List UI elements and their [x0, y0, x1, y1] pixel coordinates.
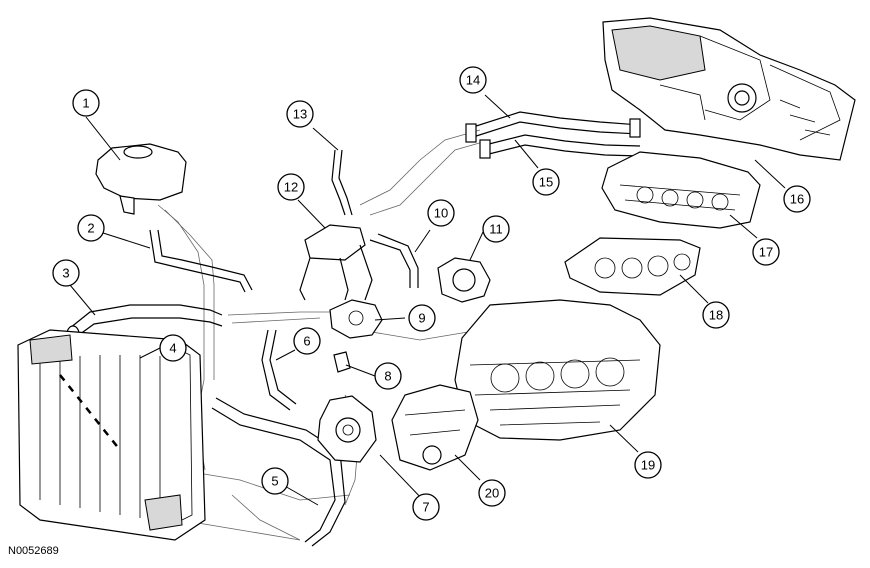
callout-20: 20: [478, 479, 506, 507]
coolant-degas-bottle: [95, 143, 187, 215]
bypass-hose-icon: [293, 327, 321, 355]
callout-16: 16: [783, 185, 811, 213]
callout-7: 7: [412, 493, 440, 521]
head-gasket: [564, 237, 701, 296]
callout-9: 9: [408, 304, 436, 332]
callout-5: 5: [261, 467, 289, 495]
callout-19: 19: [634, 451, 662, 479]
callout-number: 18: [709, 308, 723, 323]
callout-4: 4: [159, 334, 187, 362]
callout-number: 14: [466, 73, 480, 88]
callout-2: 2: [77, 214, 105, 242]
coolant-degas-bottle-icon: [72, 89, 100, 117]
heater-core-housing-icon: [783, 185, 811, 213]
callout-number: 11: [489, 222, 503, 237]
water-pump-icon: [412, 493, 440, 521]
water-pump: [317, 395, 377, 463]
heater-hoses: [465, 111, 641, 159]
callout-number: 15: [539, 175, 553, 190]
throttle-body-icon: [482, 215, 510, 243]
callout-12: 12: [277, 173, 305, 201]
callout-11: 11: [482, 215, 510, 243]
throttle-body-hose-icon: [427, 199, 455, 227]
callout-6: 6: [293, 327, 321, 355]
callout-18: 18: [702, 301, 730, 329]
vent-tube-icon: [286, 100, 314, 128]
callout-number: 7: [422, 500, 429, 515]
gasket: [333, 351, 351, 373]
callout-number: 5: [271, 474, 278, 489]
thermostat-housing: [329, 299, 383, 339]
callout-number: 2: [87, 221, 94, 236]
callout-3: 3: [52, 259, 80, 287]
callout-number: 6: [303, 334, 310, 349]
heater-supply-hose-icon: [459, 66, 487, 94]
radiator: [17, 329, 206, 541]
callout-15: 15: [532, 168, 560, 196]
coolant-crossover-icon: [277, 173, 305, 201]
callout-13: 13: [286, 100, 314, 128]
callout-number: 17: [759, 245, 773, 260]
heater-return-hose-icon: [532, 168, 560, 196]
callout-1: 1: [72, 89, 100, 117]
callout-number: 10: [434, 206, 448, 221]
drawing-id: N0052689: [8, 545, 59, 557]
callout-14: 14: [459, 66, 487, 94]
callout-number: 16: [790, 192, 804, 207]
lower-radiator-hose-icon: [261, 467, 289, 495]
bypass-hose: [261, 329, 297, 411]
callout-number: 19: [641, 458, 655, 473]
upper-radiator-hose-icon: [52, 259, 80, 287]
front-cover-icon: [478, 479, 506, 507]
callout-number: 3: [62, 266, 69, 281]
callout-number: 13: [293, 107, 307, 122]
throttle-body-hose: [369, 233, 419, 288]
degas-hose: [149, 229, 253, 293]
callout-number: 20: [485, 486, 499, 501]
head-gasket-icon: [702, 301, 730, 329]
callout-number: 9: [418, 311, 425, 326]
callout-10: 10: [427, 199, 455, 227]
cylinder-head: [601, 151, 761, 229]
front-cover: [391, 384, 479, 471]
thermostat-housing-icon: [408, 304, 436, 332]
callout-number: 12: [284, 180, 298, 195]
cylinder-head-icon: [752, 238, 780, 266]
callout-number: 4: [169, 341, 176, 356]
engine-block: [454, 299, 661, 441]
callout-number: 1: [82, 96, 89, 111]
callout-number: 8: [384, 369, 391, 384]
throttle-body: [437, 257, 491, 303]
gasket-icon: [374, 362, 402, 390]
leader-lines: [69, 94, 786, 506]
callout-8: 8: [374, 362, 402, 390]
radiator-icon: [159, 334, 187, 362]
vent-tube: [331, 149, 353, 216]
degas-hose-icon: [77, 214, 105, 242]
coolant-crossover: [299, 224, 373, 301]
engine-block-icon: [634, 451, 662, 479]
callout-17: 17: [752, 238, 780, 266]
heater-core-housing: [602, 17, 856, 161]
